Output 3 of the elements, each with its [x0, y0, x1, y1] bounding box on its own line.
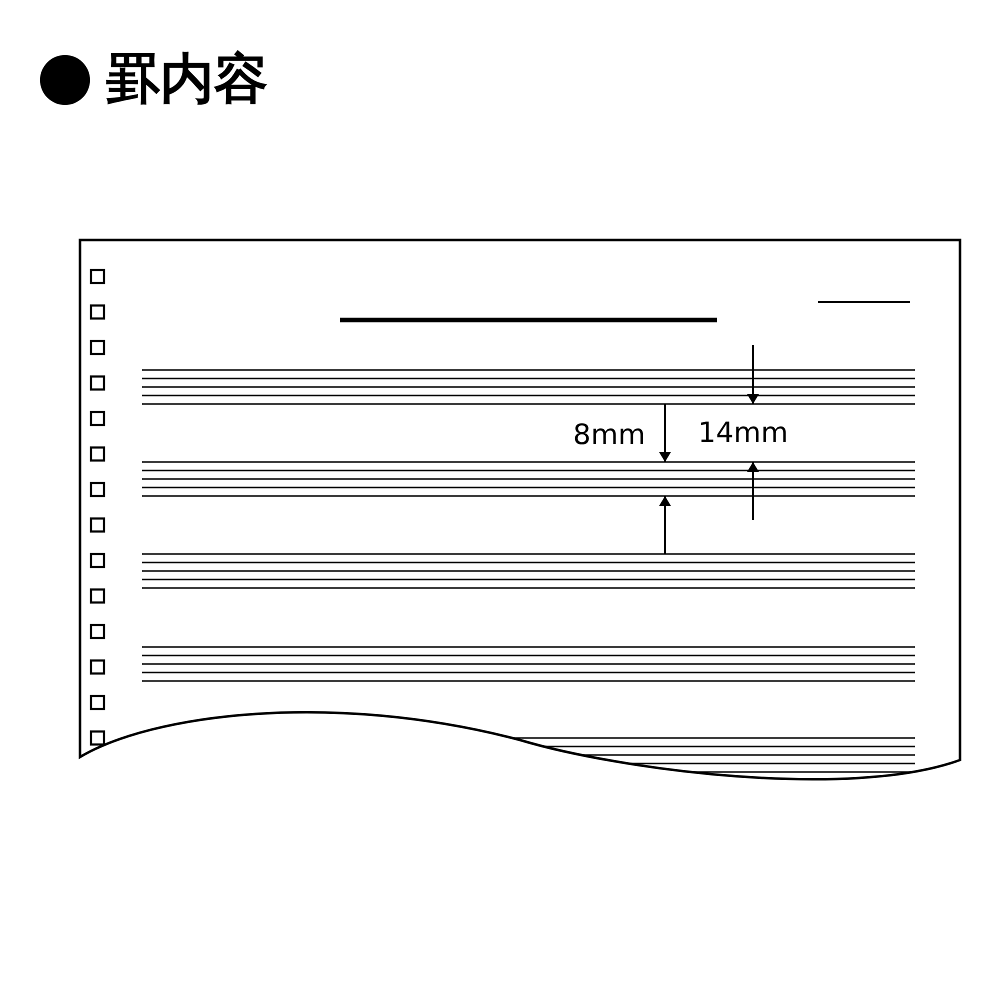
title: 罫内容 [106, 52, 268, 106]
dimension-label: 8mm [573, 421, 646, 449]
dimension-label: 14mm [698, 419, 788, 447]
